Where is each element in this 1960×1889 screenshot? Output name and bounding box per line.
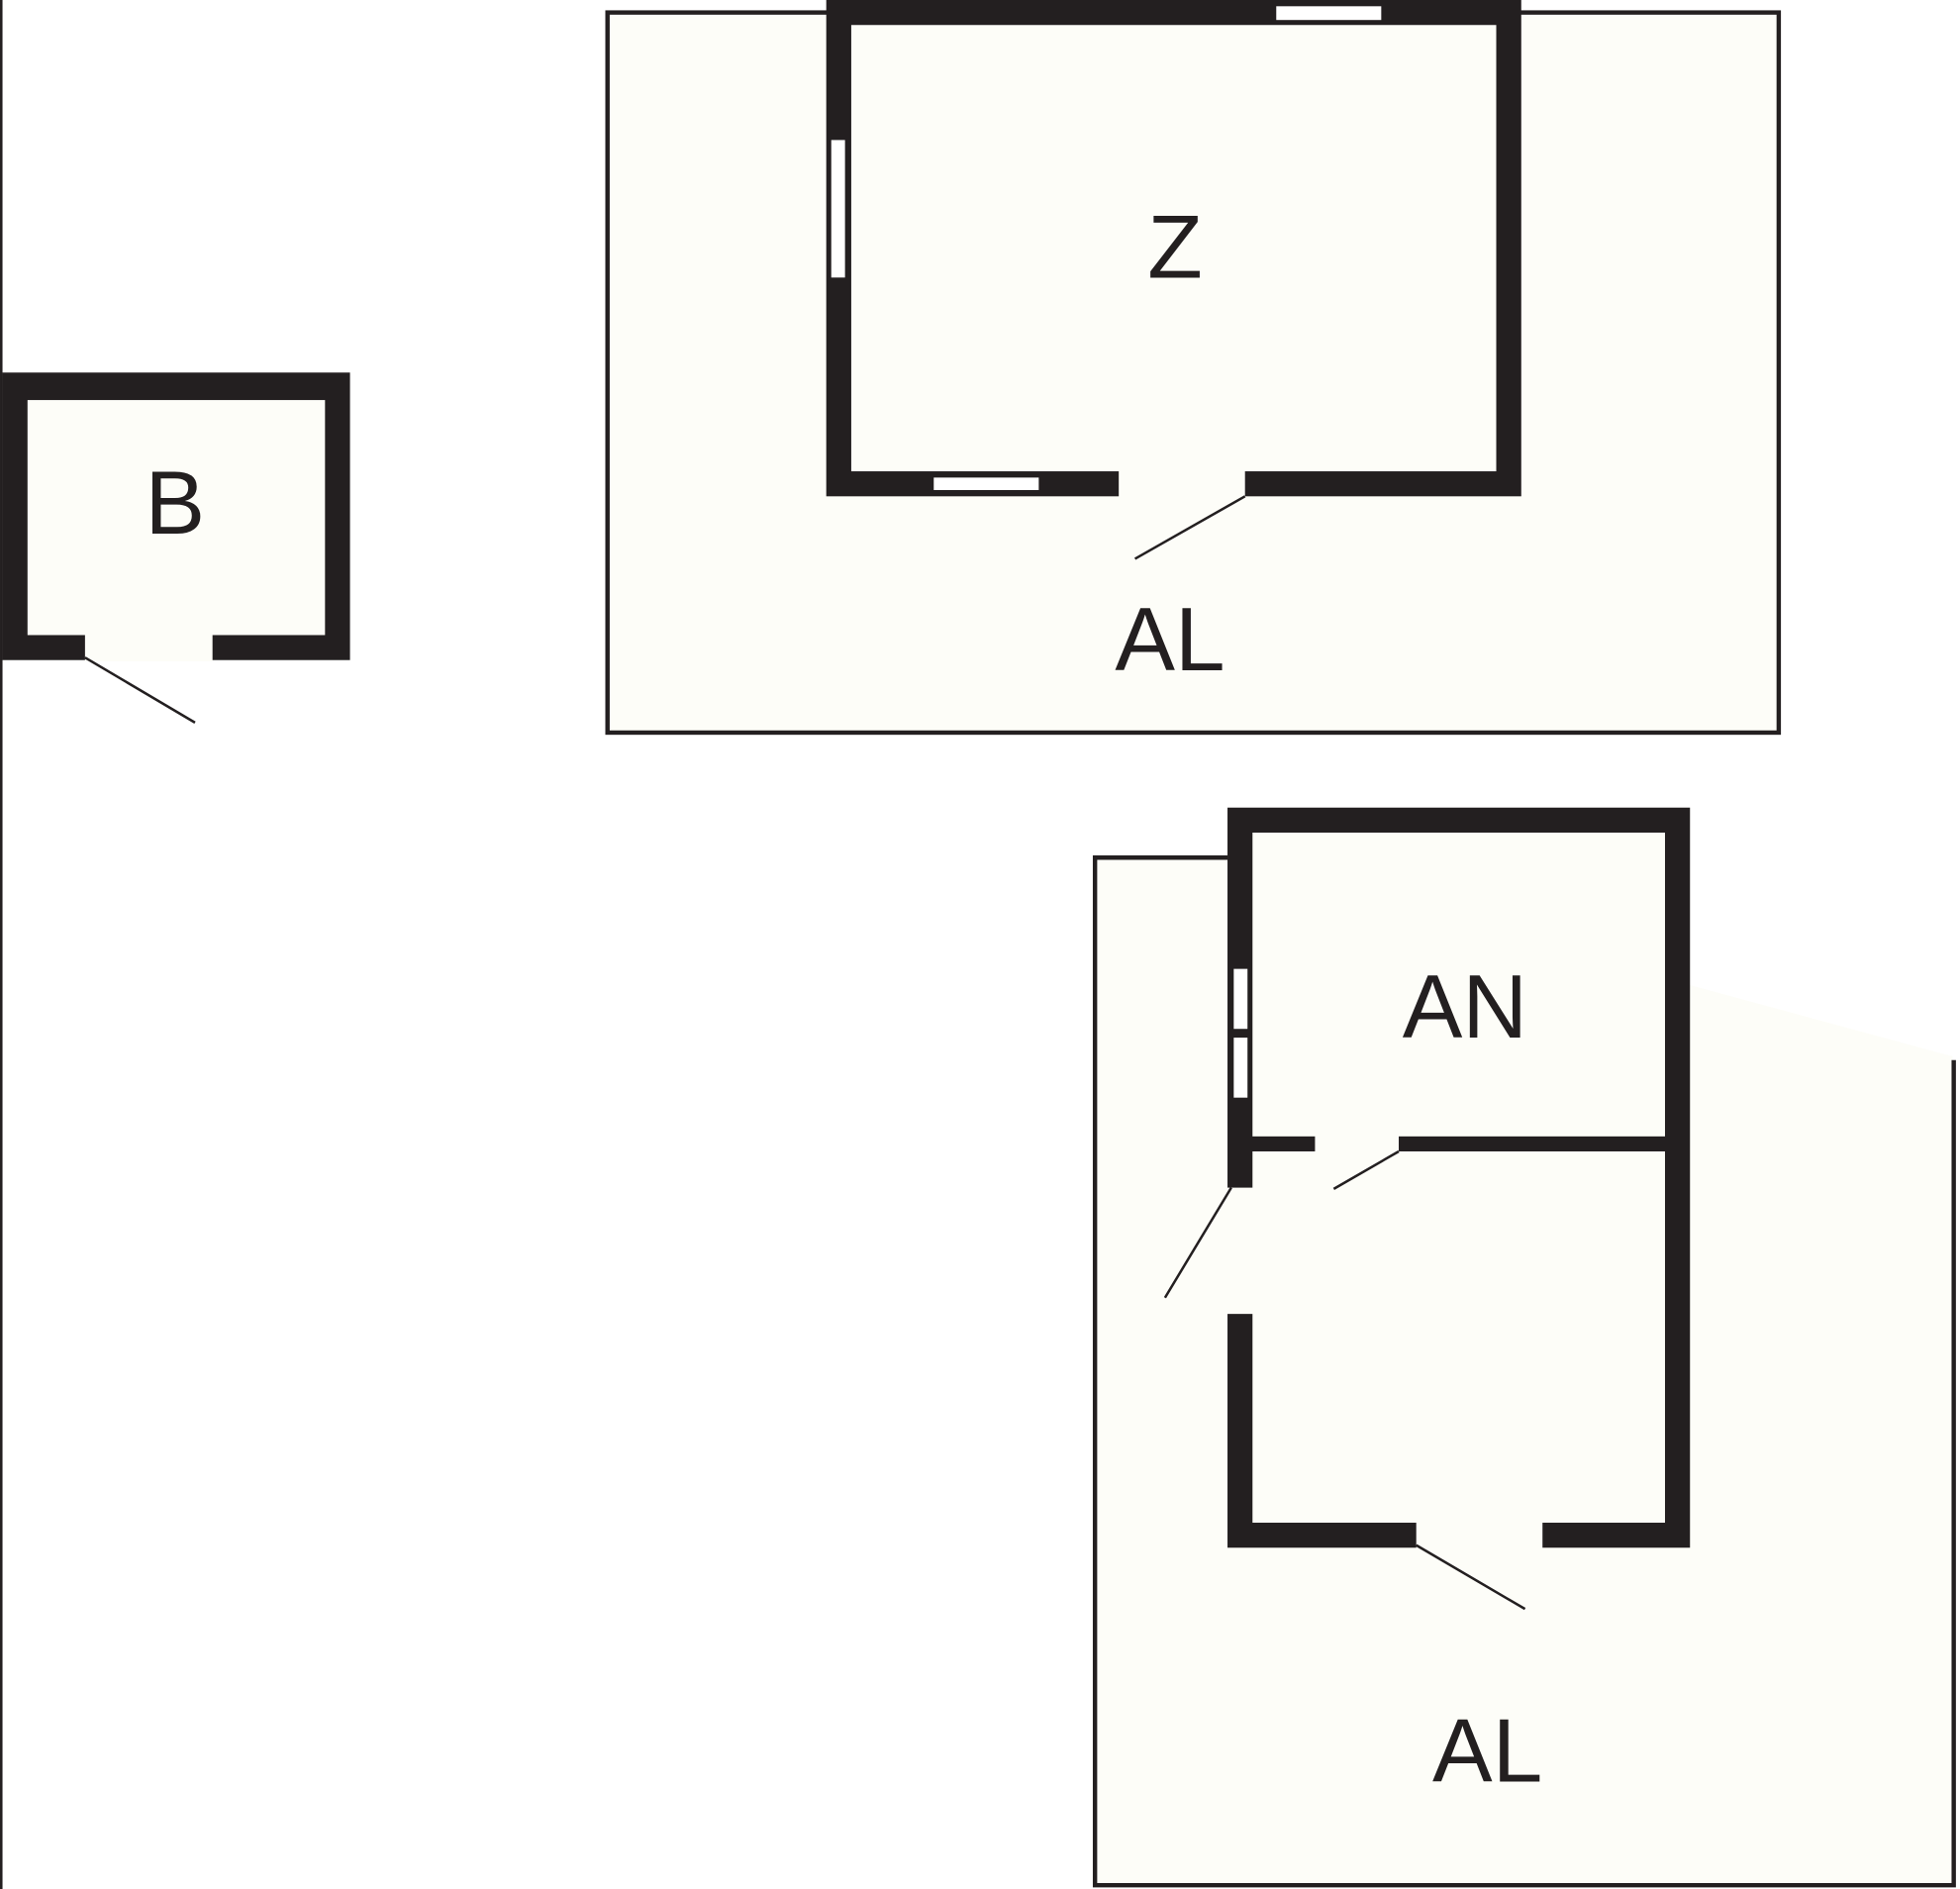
door-swing [1416,1543,1526,1611]
window [1233,1038,1248,1098]
page-edge-line [0,0,3,1889]
door-swing [1332,1149,1400,1190]
door-swing [84,656,196,724]
room-label-al-top: AL [1115,590,1225,690]
door-opening [1119,469,1245,498]
window [1276,6,1382,21]
window [1233,968,1248,1030]
door-opening [1315,1135,1400,1153]
door-swing [1133,495,1246,560]
door-opening [84,632,213,661]
window [933,477,1039,490]
window [831,140,845,278]
room-label-b: B [145,453,205,553]
room-label-z: Z [1147,197,1203,297]
door-opening [1225,1187,1254,1315]
room-b [2,372,350,724]
door-opening [1416,1521,1543,1549]
door-swing [1163,1186,1232,1299]
room-z [826,0,1521,560]
room-label-al-bottom: AL [1432,1701,1542,1801]
terrace-outline-bottom [1092,855,1956,1888]
room-an [1163,807,1691,1611]
room-label-an: AN [1403,957,1527,1057]
